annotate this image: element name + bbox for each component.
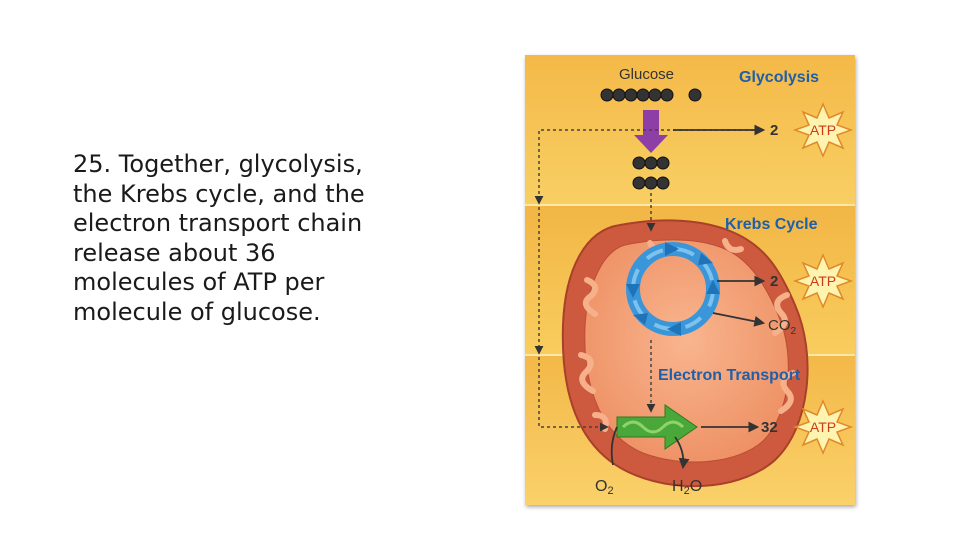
stage-electron-transport-label: Electron Transport	[658, 367, 801, 384]
et-atp-count: 32	[761, 419, 778, 436]
text-line: release about 36	[73, 238, 276, 267]
stage-glycolysis-label: Glycolysis	[739, 69, 819, 86]
glucose-molecule	[600, 88, 702, 102]
glucose-label: Glucose	[619, 66, 674, 83]
krebs-cycle-ring	[626, 242, 720, 336]
atp-starburst: ATP	[792, 253, 854, 309]
svg-text:ATP: ATP	[810, 273, 836, 289]
h2o-label: H2O	[672, 478, 702, 497]
text-line: the Krebs cycle, and the	[73, 179, 365, 208]
slide-body-text: 25. Together, glycolysis, the Krebs cycl…	[73, 150, 453, 327]
text-line: molecule of glucose.	[73, 297, 321, 326]
pyruvate-molecules	[632, 156, 670, 190]
text-line: 25. Together, glycolysis,	[73, 150, 363, 178]
svg-text:ATP: ATP	[810, 419, 836, 435]
stage-krebs-label: Krebs Cycle	[725, 216, 818, 233]
glycolysis-arrow	[634, 110, 668, 153]
text-line: electron transport chain	[73, 209, 363, 237]
o2-label: O2	[595, 478, 614, 497]
glycolysis-atp-count: 2	[770, 122, 778, 139]
electron-transport-arrow	[616, 404, 698, 450]
co2-label: CO2	[768, 317, 797, 337]
text-line: molecules of ATP per	[73, 268, 325, 296]
svg-text:ATP: ATP	[810, 122, 836, 138]
cellular-respiration-diagram: Glucose Glycolysis Krebs Cycle Electron …	[525, 55, 855, 505]
mitochondrion	[561, 219, 809, 488]
krebs-atp-count: 2	[770, 273, 778, 290]
atp-starburst: ATP	[792, 102, 854, 158]
atp-starburst: ATP	[792, 399, 854, 455]
